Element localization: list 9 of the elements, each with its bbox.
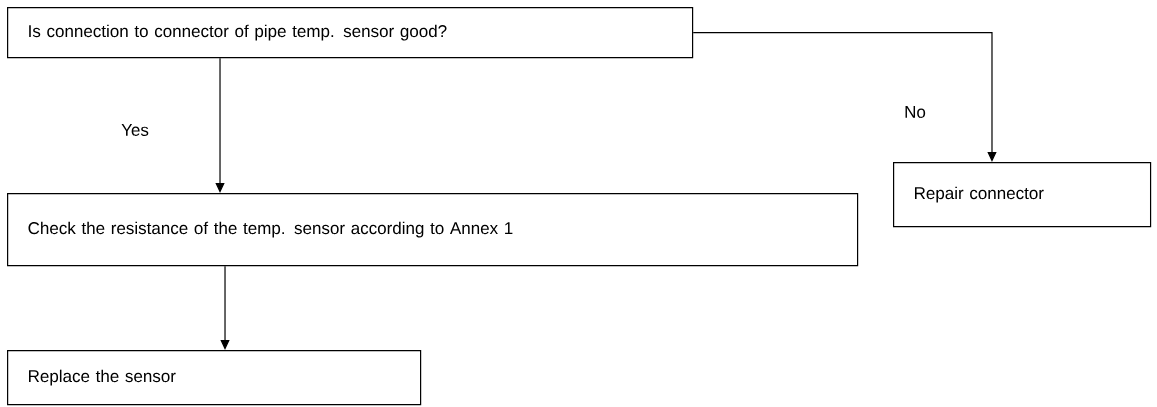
arrow (220, 265, 230, 350)
process-box: Check the resistance of the temp. sensor according to Annex 1 (7, 193, 859, 267)
process-box: Is connection to connector of pipe temp. sensor good? (7, 7, 694, 59)
arrow (215, 57, 225, 193)
process-box: Repair connector (893, 162, 1152, 228)
process-box: Replace the sensor (7, 350, 422, 406)
arrow (692, 32, 997, 162)
edge-label: No (903, 105, 927, 119)
edge-label: Yes (120, 123, 150, 137)
